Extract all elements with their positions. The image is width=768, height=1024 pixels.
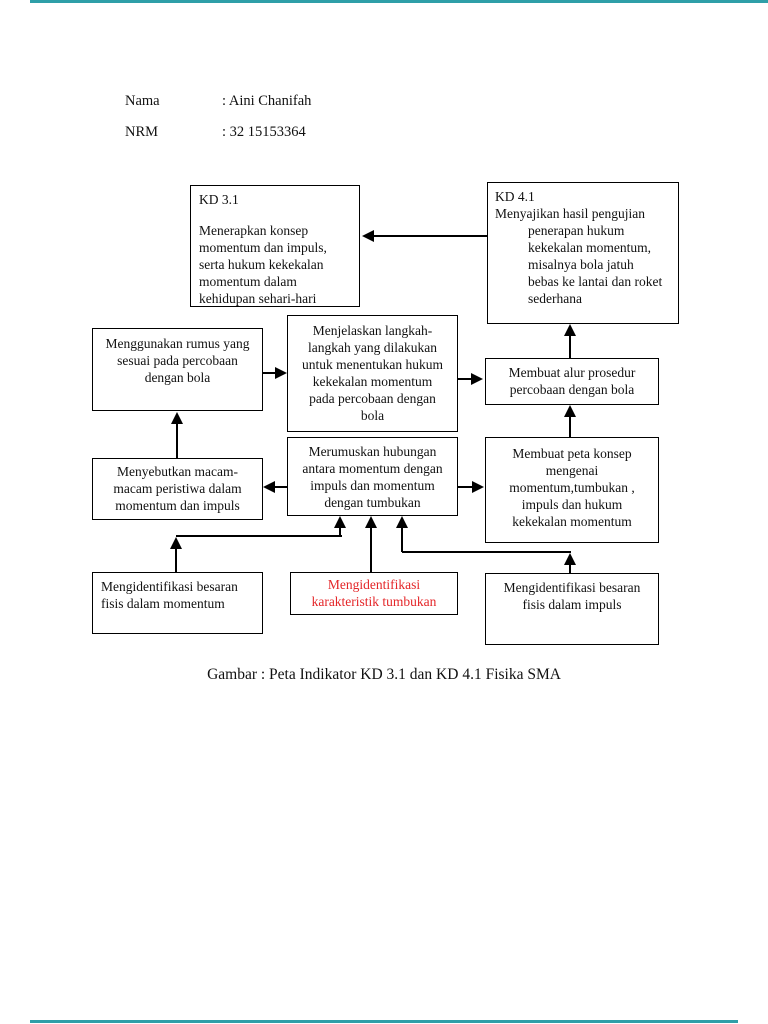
arrow-peta-konsep-to-membuat-alur-line [569, 417, 571, 437]
arrow-karakteristik-to-merumuskan-head [365, 516, 377, 528]
arrow-peta-konsep-to-membuat-alur-head [564, 405, 576, 417]
besaran-momentum-body: Mengidentifikasi besaran fisis dalam mom… [101, 579, 238, 611]
arrow-menggunakan-to-menjelaskan-head [275, 367, 287, 379]
arrow-membuat-alur-to-kd41-head [564, 324, 576, 336]
karakteristik-body: Mengidentifikasi karakteristik tumbukan [311, 577, 437, 609]
kd41-title: KD 4.1 [495, 189, 535, 204]
box-menggunakan-rumus: Menggunakan rumus yang sesuai pada perco… [92, 328, 263, 411]
box-merumuskan-hubungan: Merumuskan hubungan antara momentum deng… [287, 437, 458, 516]
arrow-menjelaskan-to-membuat-alur-line [458, 378, 472, 380]
arrow-menjelaskan-to-membuat-alur-head [471, 373, 483, 385]
connector-besaran-impuls-up-head [564, 553, 576, 565]
kd31-title: KD 3.1 [199, 192, 239, 207]
connector-besaran-impuls-vline [569, 564, 571, 573]
kd41-body-indented: penerapan hukum kekekalan momentum, misa… [528, 223, 663, 306]
connector-besaran-impuls-hline [402, 551, 571, 553]
arrow-menggunakan-to-menjelaskan-line [263, 372, 276, 374]
box-membuat-peta-konsep: Membuat peta konsep mengenai momentum,tu… [485, 437, 659, 543]
connector-besaran-momentum-hline [176, 535, 342, 537]
name-label: Nama [125, 93, 160, 109]
menggunakan-body: Menggunakan rumus yang sesuai pada perco… [105, 336, 250, 385]
connector-besaran-momentum-vline [175, 548, 177, 572]
merumuskan-body: Merumuskan hubungan antara momentum deng… [302, 444, 443, 510]
arrow-merumuskan-to-menyebutkan-line [275, 486, 287, 488]
membuat-alur-body: Membuat alur prosedur percobaan dengan b… [508, 365, 636, 397]
arrow-merumuskan-to-menyebutkan-head [263, 481, 275, 493]
page-edge-bottom [30, 1020, 738, 1023]
peta-konsep-body: Membuat peta konsep mengenai momentum,tu… [509, 446, 635, 529]
box-besaran-fisis-momentum: Mengidentifikasi besaran fisis dalam mom… [92, 572, 263, 634]
box-karakteristik-tumbukan-red: Mengidentifikasi karakteristik tumbukan [290, 572, 458, 615]
figure-caption: Gambar : Peta Indikator KD 3.1 dan KD 4.… [207, 666, 561, 683]
box-besaran-fisis-impuls: Mengidentifikasi besaran fisis dalam imp… [485, 573, 659, 645]
arrow-merumuskan-to-peta-konsep-line [458, 486, 473, 488]
arrow-menyebutkan-to-menggunakan-line [176, 424, 178, 458]
kd31-body: Menerapkan konsep momentum dan impuls, s… [199, 223, 327, 306]
box-kd-4-1: KD 4.1 Menyajikan hasil pengujian penera… [487, 182, 679, 324]
arrow-membuat-alur-to-kd41-line [569, 336, 571, 358]
connector-besaran-momentum-to-merumuskan-head [334, 516, 346, 528]
name-value: : Aini Chanifah [222, 93, 312, 109]
nrm-value: : 32 15153364 [222, 124, 306, 140]
kd41-body-first-line: Menyajikan hasil pengujian [495, 206, 645, 221]
arrow-merumuskan-to-peta-konsep-head [472, 481, 484, 493]
box-membuat-alur-prosedur: Membuat alur prosedur percobaan dengan b… [485, 358, 659, 405]
box-kd-3-1: KD 3.1 Menerapkan konsep momentum dan im… [190, 185, 360, 307]
connector-besaran-impuls-vline2 [401, 527, 403, 552]
box-menyebutkan-macam: Menyebutkan macam- macam peristiwa dalam… [92, 458, 263, 520]
arrow-kd41-to-kd31-head [362, 230, 374, 242]
page-edge-top [30, 0, 768, 3]
arrow-menyebutkan-to-menggunakan-head [171, 412, 183, 424]
arrow-kd41-to-kd31-line [374, 235, 487, 237]
besaran-impuls-body: Mengidentifikasi besaran fisis dalam imp… [503, 580, 641, 612]
connector-besaran-momentum-up-head [170, 537, 182, 549]
connector-besaran-momentum-vline2 [339, 527, 341, 536]
arrow-karakteristik-to-merumuskan-line [370, 528, 372, 572]
connector-besaran-impuls-to-merumuskan-head [396, 516, 408, 528]
box-menjelaskan-langkah: Menjelaskan langkah- langkah yang dilaku… [287, 315, 458, 432]
menyebutkan-body: Menyebutkan macam- macam peristiwa dalam… [113, 464, 242, 513]
nrm-label: NRM [125, 124, 159, 140]
menjelaskan-body: Menjelaskan langkah- langkah yang dilaku… [302, 323, 443, 423]
